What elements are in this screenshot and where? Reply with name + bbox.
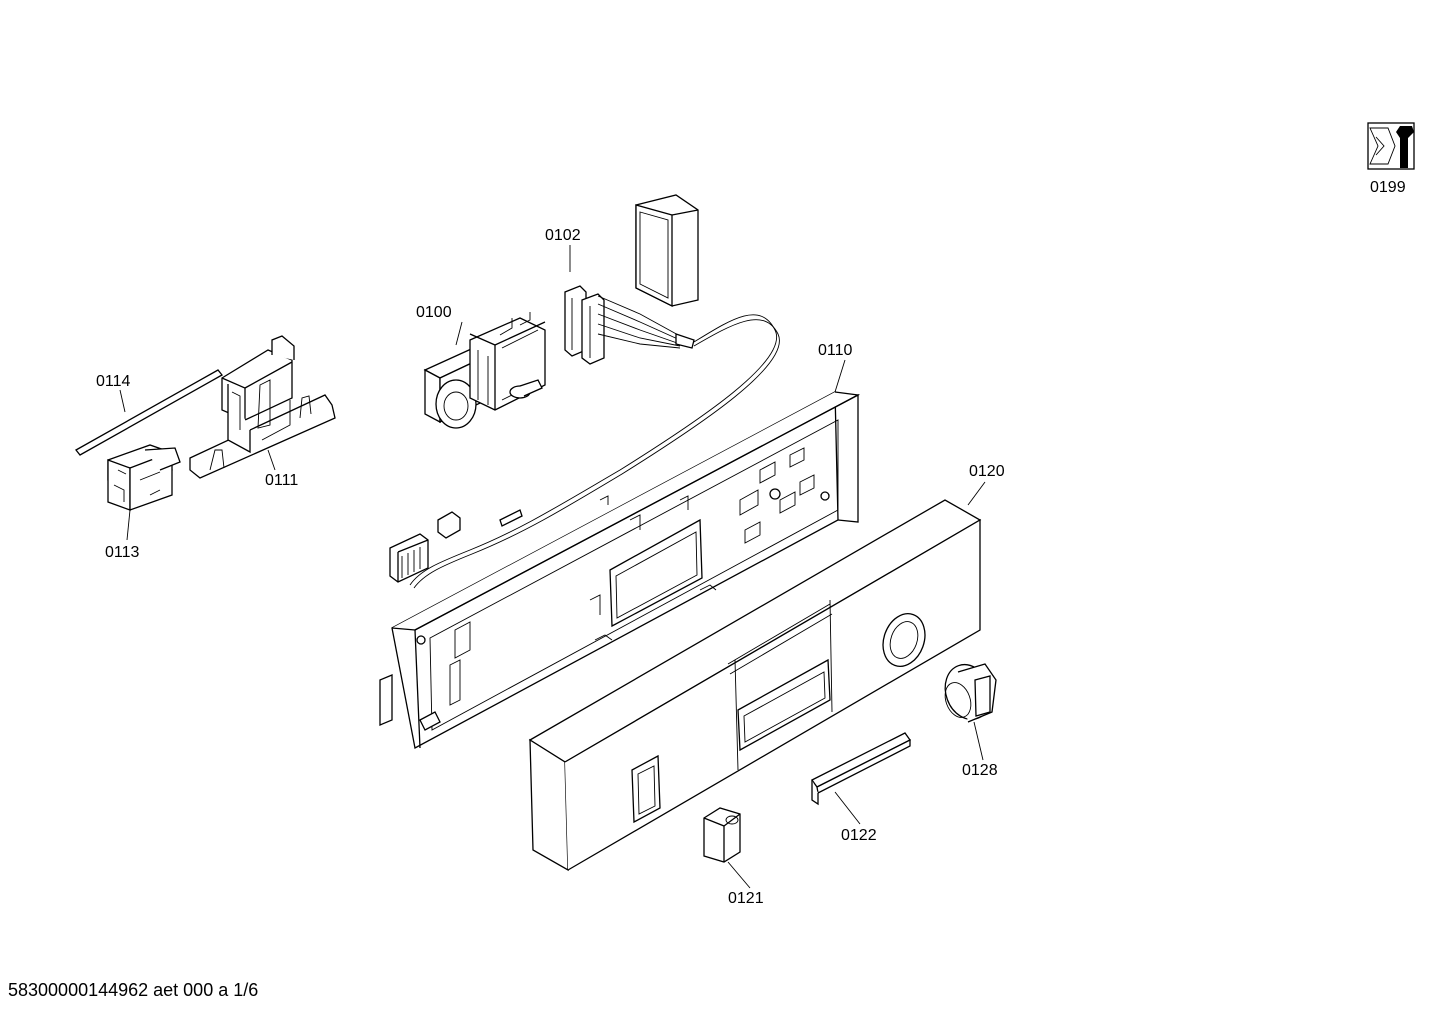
part-label-0114: 0114 [96,373,131,390]
cable-plug [389,509,523,583]
switch-unit [107,444,181,511]
part-label-0111: 0111 [265,472,298,489]
leader-lines [119,245,986,889]
switch-housing [189,335,336,479]
part-labels: 0199 0102 0100 0110 0114 0111 0120 0113 … [96,179,1406,907]
connector-cover [635,194,699,308]
fascia-panel [528,499,982,872]
push-button [703,807,741,863]
indicator-strip [811,732,911,806]
control-panel-frame [379,390,861,749]
part-label-0122: 0122 [841,827,877,844]
part-label-0110: 0110 [818,342,853,359]
sealing-strip [75,369,223,456]
part-label-0120: 0120 [969,463,1005,480]
document-reference: 58300000144962 aet 000 a 1/6 [8,980,259,1000]
part-label-0121: 0121 [728,890,764,907]
part-label-0128: 0128 [962,762,998,779]
service-tool-icon [1367,122,1415,170]
control-knob [944,663,997,723]
part-label-0100: 0100 [416,304,452,321]
part-label-0199: 0199 [1370,179,1406,196]
timer-module [423,312,546,429]
cable-connector [409,285,780,589]
part-label-0102: 0102 [545,227,581,244]
part-label-0113: 0113 [105,544,140,561]
